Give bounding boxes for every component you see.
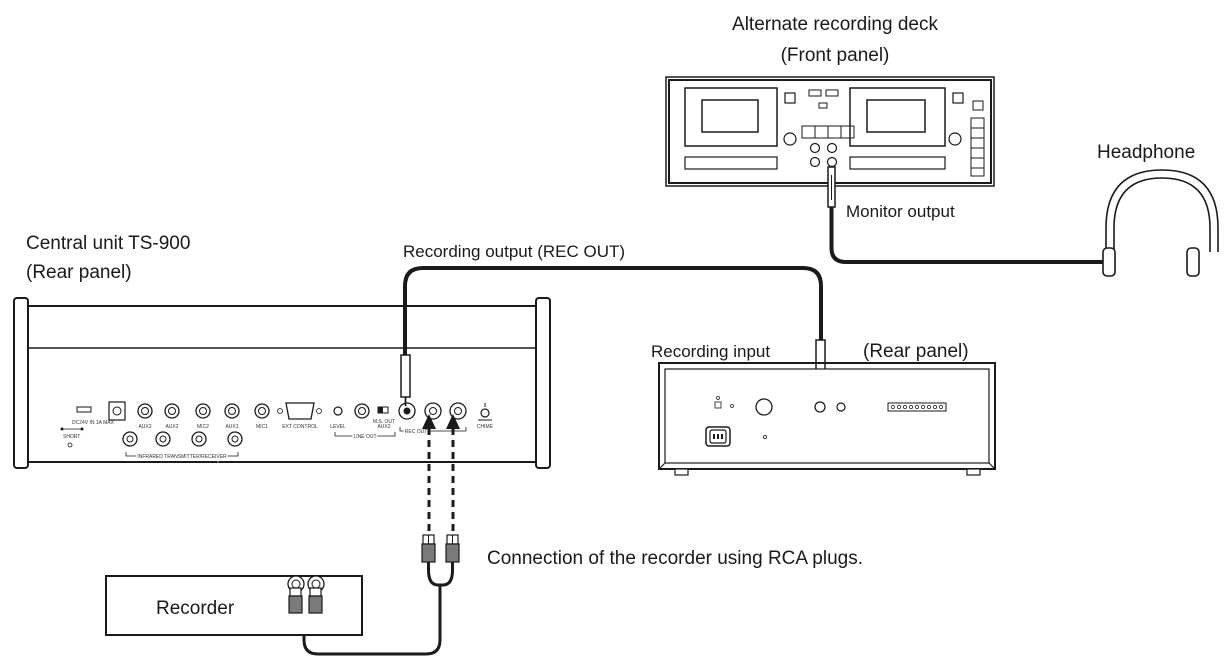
- svg-text:EXT CONTROL: EXT CONTROL: [282, 424, 318, 430]
- short-label: SHORT: [63, 434, 80, 440]
- ext-control-port: EXT CONTROL: [277, 402, 322, 430]
- aux3-jack: AUX3: [137, 403, 153, 430]
- monitor-output-label: Monitor output: [846, 202, 955, 221]
- mix-out-switch: M.S. OUT AUX2: [373, 406, 395, 430]
- power-label: DC24V IN 1A MAX: [72, 420, 115, 426]
- central-rear-panel-label: (Rear panel): [26, 262, 132, 283]
- front-panel-label: (Front panel): [781, 45, 890, 66]
- deck-rear-panel: [658, 362, 996, 476]
- arrow-up-icon: [422, 414, 436, 429]
- level-control: LEVEL: [330, 406, 346, 430]
- mic2-jack: MIC2: [195, 403, 211, 430]
- alternate-deck-title: Alternate recording deck: [732, 14, 938, 35]
- recording-input-jack: [814, 401, 826, 413]
- headphone-label: Headphone: [1097, 142, 1195, 163]
- line-out-jack: LINE OUT: [334, 403, 396, 442]
- infrared-jacks: INFRARED TRANSMITTER/RECEIVER: [122, 431, 243, 462]
- svg-text:CHIME: CHIME: [477, 424, 494, 430]
- rca-plugs: [421, 534, 460, 563]
- recorder-label: Recorder: [156, 598, 235, 619]
- svg-text:AUX2: AUX2: [165, 424, 178, 430]
- arrow-up-icon: [446, 414, 460, 429]
- deck-rear-panel-label: (Rear panel): [863, 341, 969, 362]
- central-unit-rear: DC24V IN 1A MAX SHORT AUX3 AUX2 MIC2 AUX…: [13, 297, 551, 469]
- svg-text:LEVEL: LEVEL: [330, 424, 346, 430]
- svg-text:AUX2: AUX2: [377, 424, 390, 430]
- rca-connection-label: Connection of the recorder using RCA plu…: [487, 548, 863, 569]
- central-unit-title: Central unit TS-900: [26, 233, 190, 254]
- svg-text:MIC2: MIC2: [197, 424, 209, 430]
- rca-dashed-lines: [422, 414, 460, 533]
- recording-input-label: Recording input: [651, 342, 770, 361]
- mic1-jack: MIC1: [254, 403, 270, 430]
- infrared-label: INFRARED TRANSMITTER/RECEIVER: [137, 454, 227, 460]
- recorder-device: Recorder: [105, 575, 363, 636]
- recording-output-label: Recording output (REC OUT): [403, 242, 625, 261]
- rec-out-label: REC OUT: [405, 429, 428, 435]
- svg-text:LINE OUT: LINE OUT: [353, 434, 376, 440]
- svg-text:MIC1: MIC1: [256, 424, 268, 430]
- aux2-jack: AUX2: [164, 403, 180, 430]
- headphone-icon: [1102, 169, 1219, 277]
- svg-text:AUX1: AUX1: [225, 424, 238, 430]
- alternate-deck-front: [665, 76, 995, 187]
- monitor-cable: [827, 166, 1108, 264]
- chime-control: CHIME: [477, 403, 494, 430]
- svg-text:M.S. OUT: M.S. OUT: [373, 419, 395, 425]
- aux1-jack: AUX1: [224, 403, 240, 430]
- svg-text:AUX3: AUX3: [138, 424, 151, 430]
- rec-out-jacks: REC OUT: [398, 402, 467, 437]
